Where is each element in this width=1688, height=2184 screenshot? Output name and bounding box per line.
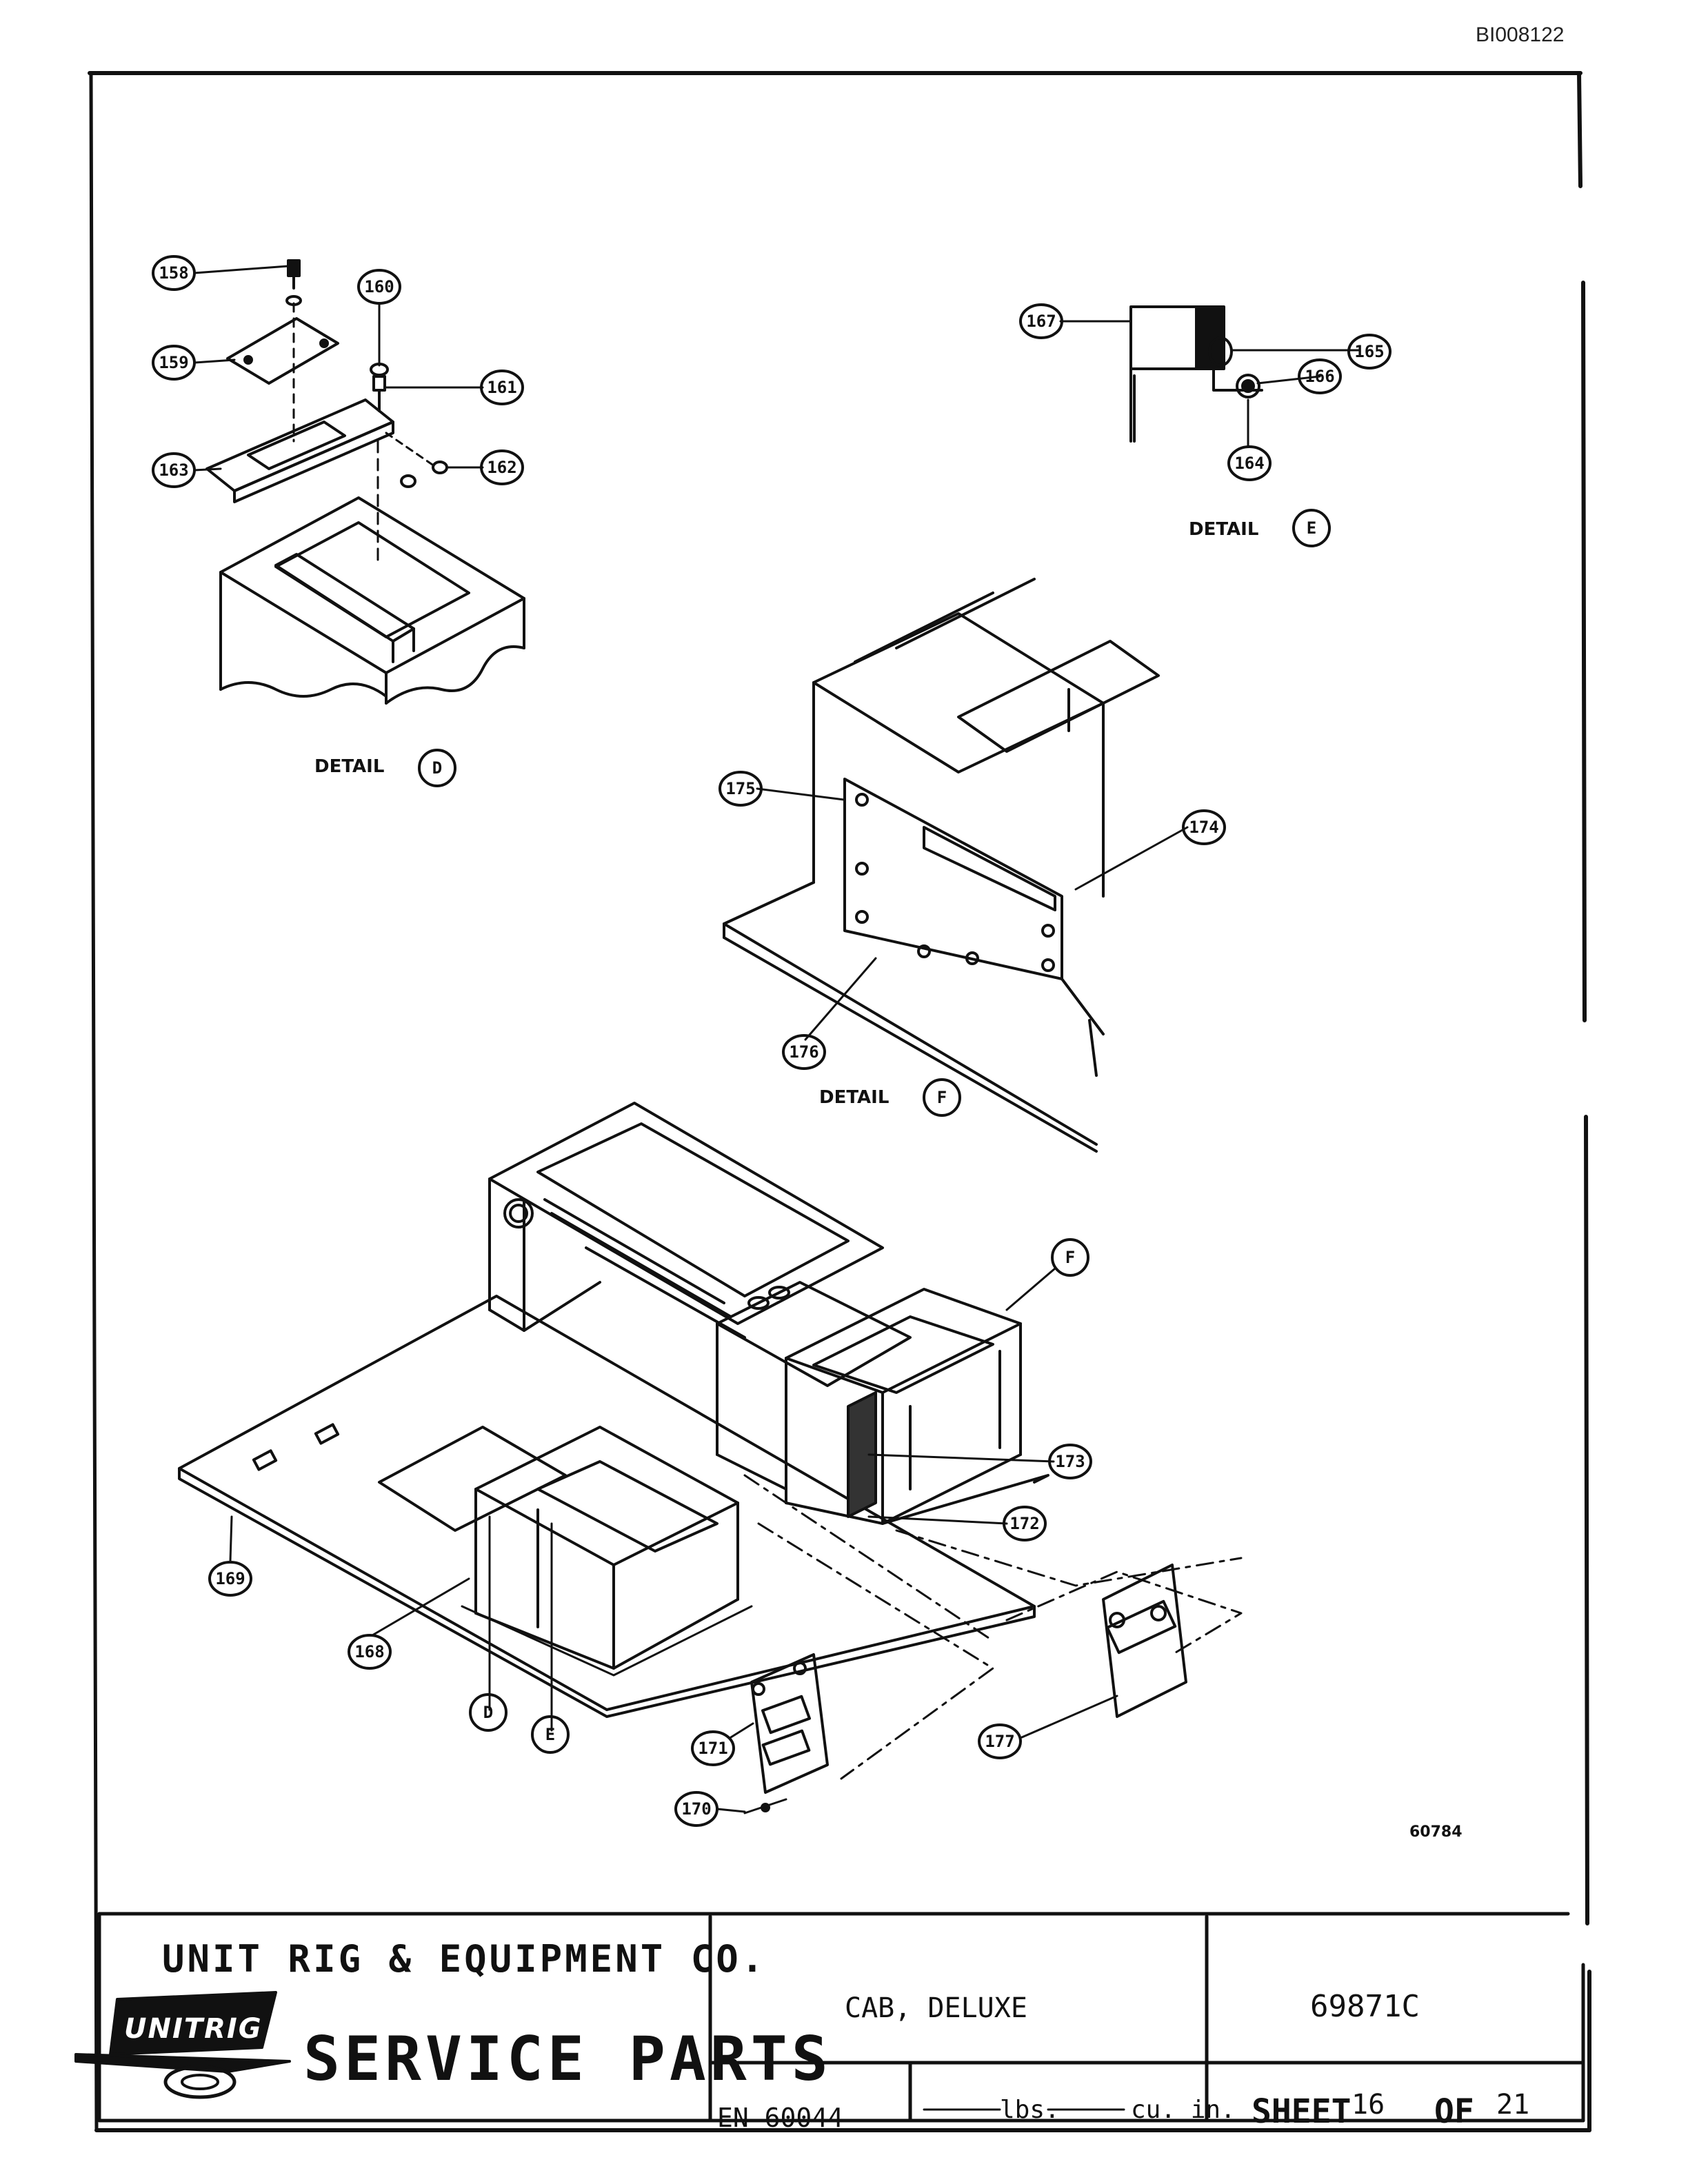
callout-175: 175 [725,779,755,798]
en-number: EN 60044 [717,2103,844,2133]
callout-168: 168 [354,1642,384,1661]
callout-170: 170 [681,1799,711,1819]
detail-e-caption: DETAIL [1189,519,1258,540]
callout-161: 161 [487,378,516,397]
detail-d-letter: D [432,758,442,778]
pointer-f-letter: F [1065,1248,1075,1267]
company-name: UNIT RIG & EQUIPMENT CO. [162,1937,767,1981]
drawing-number: 60784 [1409,1823,1463,1841]
callout-177: 177 [985,1732,1014,1751]
callout-bubbles [152,255,1391,1827]
callout-160: 160 [364,277,394,296]
detail-e-letter: E [1307,518,1316,538]
callout-172: 172 [1009,1514,1039,1533]
drawing-border [88,71,1591,2132]
callout-171: 171 [698,1739,727,1758]
leader-lines [193,265,1360,1813]
callout-166: 166 [1305,367,1334,386]
callout-162: 162 [487,458,516,477]
part-number: 69871C [1310,1989,1420,2024]
service-parts-label: SERVICE PARTS [303,2023,832,2094]
detail-d-assembly [205,259,525,705]
detail-f-assembly [723,578,1160,1153]
detail-f-caption: DETAIL [819,1087,889,1108]
sheet-label: SHEET [1252,2092,1352,2131]
of-label: OF [1434,2092,1474,2131]
detail-f-letter: F [937,1088,947,1107]
unitrig-logo [74,1991,291,2099]
callout-163: 163 [159,461,188,480]
callout-174: 174 [1189,818,1218,837]
callout-176: 176 [789,1042,818,1062]
logo-wordmark: UNITRIG [124,2013,263,2045]
main-cab-assembly [178,1102,1243,1814]
callout-159: 159 [159,353,188,372]
detail-d-caption: DETAIL [314,756,384,777]
drawing-title: CAB, DELUXE [845,1992,1027,2024]
volume-label: cu. in. [1131,2096,1236,2124]
pointer-d-letter: D [483,1703,493,1722]
pointer-e-letter: E [545,1725,555,1744]
callout-173: 173 [1055,1452,1085,1471]
callout-158: 158 [159,263,188,283]
weight-label: lbs. [1000,2096,1060,2124]
callout-164: 164 [1234,454,1264,473]
document-id: BI008122 [1476,23,1565,46]
callout-165: 165 [1354,342,1384,361]
title-block [97,1912,1585,2123]
sheet-total: 21 [1496,2089,1530,2121]
callout-169: 169 [215,1569,245,1588]
sheet-number: 16 [1352,2089,1385,2121]
detail-e-assembly [1129,305,1263,443]
callout-167: 167 [1026,312,1056,331]
